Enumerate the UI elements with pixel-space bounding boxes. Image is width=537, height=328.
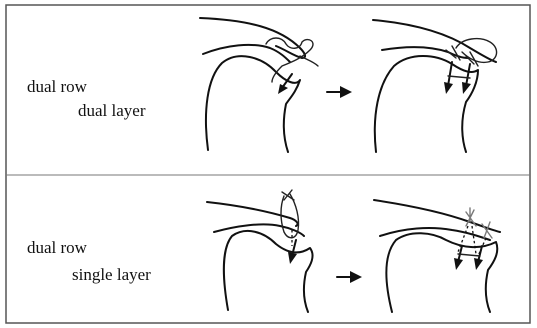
top-after-bridge <box>448 76 470 78</box>
bottom-before-tendon-upper <box>207 202 298 226</box>
top-transition-arrowhead <box>340 86 352 98</box>
bottom-before-humeral-head <box>224 231 313 312</box>
top-after-anchor1-line <box>448 62 452 86</box>
top-before-suture-loop <box>266 38 313 82</box>
bottom-label-line2: single layer <box>72 266 151 283</box>
bottom-before-anchor-arrowhead <box>288 252 297 264</box>
top-before-tendon-upper <box>200 18 305 58</box>
bottom-panel <box>207 190 500 312</box>
bottom-after-anchor2-arrowhead <box>474 258 483 270</box>
top-after-anchor1-arrowhead <box>444 82 453 94</box>
bottom-after-humeral-head <box>386 233 497 312</box>
top-label-line1: dual row <box>27 78 87 95</box>
top-after-humeral-head <box>375 56 478 152</box>
bottom-before-tendon-lower <box>214 224 304 236</box>
bottom-label-line1: dual row <box>27 239 87 256</box>
top-before-suture-tail <box>300 56 318 66</box>
top-before-humeral-head <box>206 56 300 152</box>
bottom-after-bridge <box>458 254 480 256</box>
bottom-after-anchor1-arrowhead <box>454 258 463 270</box>
bottom-after-dashed-path <box>458 226 486 256</box>
top-panel <box>200 18 497 152</box>
top-before-anchor-arrowhead <box>278 84 288 94</box>
top-after-anchor2-line <box>466 64 470 86</box>
top-label-line2: dual layer <box>78 102 146 119</box>
top-after-anchor2-arrowhead <box>462 82 471 94</box>
bottom-transition-arrowhead <box>350 271 362 283</box>
top-after-tendon-upper <box>373 20 496 62</box>
